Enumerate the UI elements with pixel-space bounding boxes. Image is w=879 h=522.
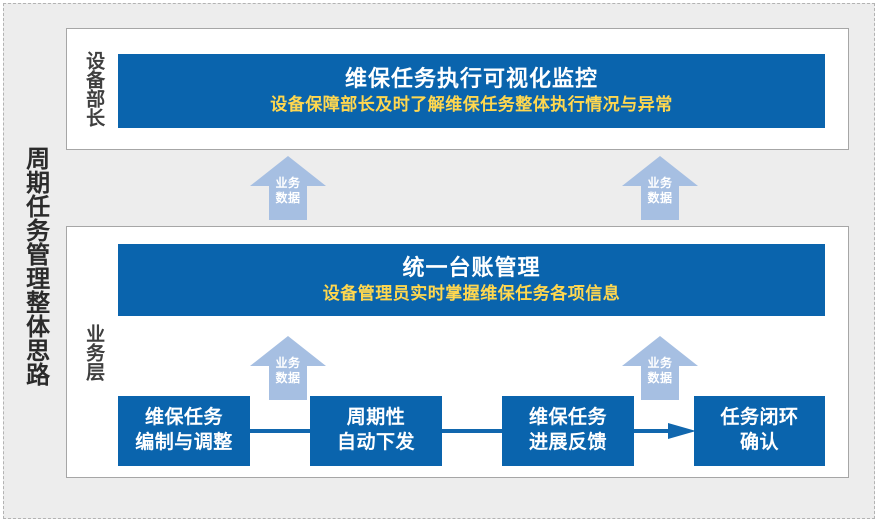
up-arrow-business-data-1: 业务 数据 [250, 156, 326, 220]
arrow-up-icon [622, 156, 698, 220]
banner-bottom-subtitle: 设备管理员实时掌握维保任务各项信息 [322, 284, 621, 304]
arrow-up-icon [250, 156, 326, 220]
arrow-label-4: 业务 数据 [647, 356, 673, 385]
arrow-label-3: 业务 数据 [275, 356, 301, 385]
connector-arrow-icon [634, 410, 696, 452]
arrow-up-icon [250, 336, 326, 400]
flow-box-task-planning[interactable]: 维保任务 编制与调整 [118, 396, 250, 466]
banner-top-title: 维保任务执行可视化监控 [344, 66, 598, 92]
arrow-label-2: 业务 数据 [647, 176, 673, 205]
banner-bottom-title: 统一台账管理 [402, 255, 541, 281]
connector-line-1 [250, 429, 310, 433]
up-arrow-business-data-2: 业务 数据 [622, 156, 698, 220]
arrow-label-1: 业务 数据 [275, 176, 301, 205]
banner-top-subtitle: 设备保障部长及时了解维保任务整体执行情况与异常 [270, 95, 673, 115]
page-title: 周期任务管理整体思路 [21, 146, 49, 386]
role-label-business-layer: 业务层 [83, 323, 105, 381]
role-label-department-head: 设备部长 [83, 51, 105, 127]
banner-unified-ledger[interactable]: 统一台账管理 设备管理员实时掌握维保任务各项信息 [118, 244, 825, 316]
arrow-right-icon [634, 423, 696, 439]
flow-box-closed-loop-confirm[interactable]: 任务闭环 确认 [694, 396, 825, 466]
banner-visual-monitoring[interactable]: 维保任务执行可视化监控 设备保障部长及时了解维保任务整体执行情况与异常 [118, 54, 825, 128]
up-arrow-business-data-4: 业务 数据 [622, 336, 698, 400]
up-arrow-business-data-3: 业务 数据 [250, 336, 326, 400]
flow-box-auto-dispatch[interactable]: 周期性 自动下发 [310, 396, 442, 466]
arrow-up-icon [622, 336, 698, 400]
connector-line-2 [442, 429, 502, 433]
flow-box-progress-feedback[interactable]: 维保任务 进展反馈 [502, 396, 634, 466]
